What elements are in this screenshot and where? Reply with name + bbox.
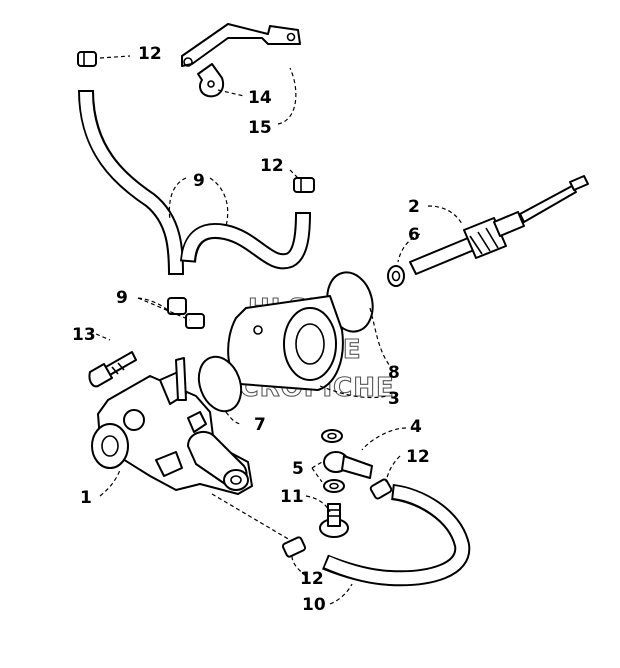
washer-6 [387,265,405,287]
callout-11: 11 [280,487,304,507]
clamp-12-bottom [281,536,307,558]
pump-housing-3 [227,295,344,391]
bracket-15 [181,23,301,67]
callout-8: 8 [388,363,400,383]
clamp-12-mid-right [369,478,393,500]
gasket-7 [197,355,243,413]
callout-10: 10 [302,595,326,615]
callout-1: 1 [80,488,92,508]
callout-5: 5 [292,459,304,479]
leader-lines [95,55,463,605]
bolt-13 [88,351,137,388]
banjo-fitting-5 [323,451,373,479]
callout-3: 3 [388,389,400,409]
callout-7: 7 [254,415,266,435]
clamp-14 [197,63,224,98]
callout-6: 6 [408,225,420,245]
callout-12-mid-right: 12 [406,447,430,467]
callouts: 12 14 15 12 9 2 6 9 13 8 3 7 4 5 12 11 1… [72,44,430,615]
drive-cable-2 [409,175,589,275]
callout-12-top-left: 12 [138,44,162,64]
hose-fitting-9 [167,297,205,329]
hose-9-branch [180,211,311,270]
hose-9-upper [78,89,184,276]
clamp-12-top-left [77,51,97,67]
callout-2: 2 [408,197,420,217]
callout-14: 14 [248,88,272,108]
oil-pump-1 [91,357,253,495]
callout-15: 15 [248,118,272,138]
clamp-12-top-right [293,177,315,193]
banjo-bolt-11 [319,503,349,538]
callout-4: 4 [410,417,422,437]
callout-13: 13 [72,325,96,345]
callout-9-lower: 9 [116,288,128,308]
washer-4-bottom [323,479,345,493]
callout-9-upper: 9 [193,171,205,191]
callout-12-top-right: 12 [260,156,284,176]
hose-10 [322,484,471,587]
washer-4-top [321,429,343,443]
callout-12-bottom: 12 [300,569,324,589]
